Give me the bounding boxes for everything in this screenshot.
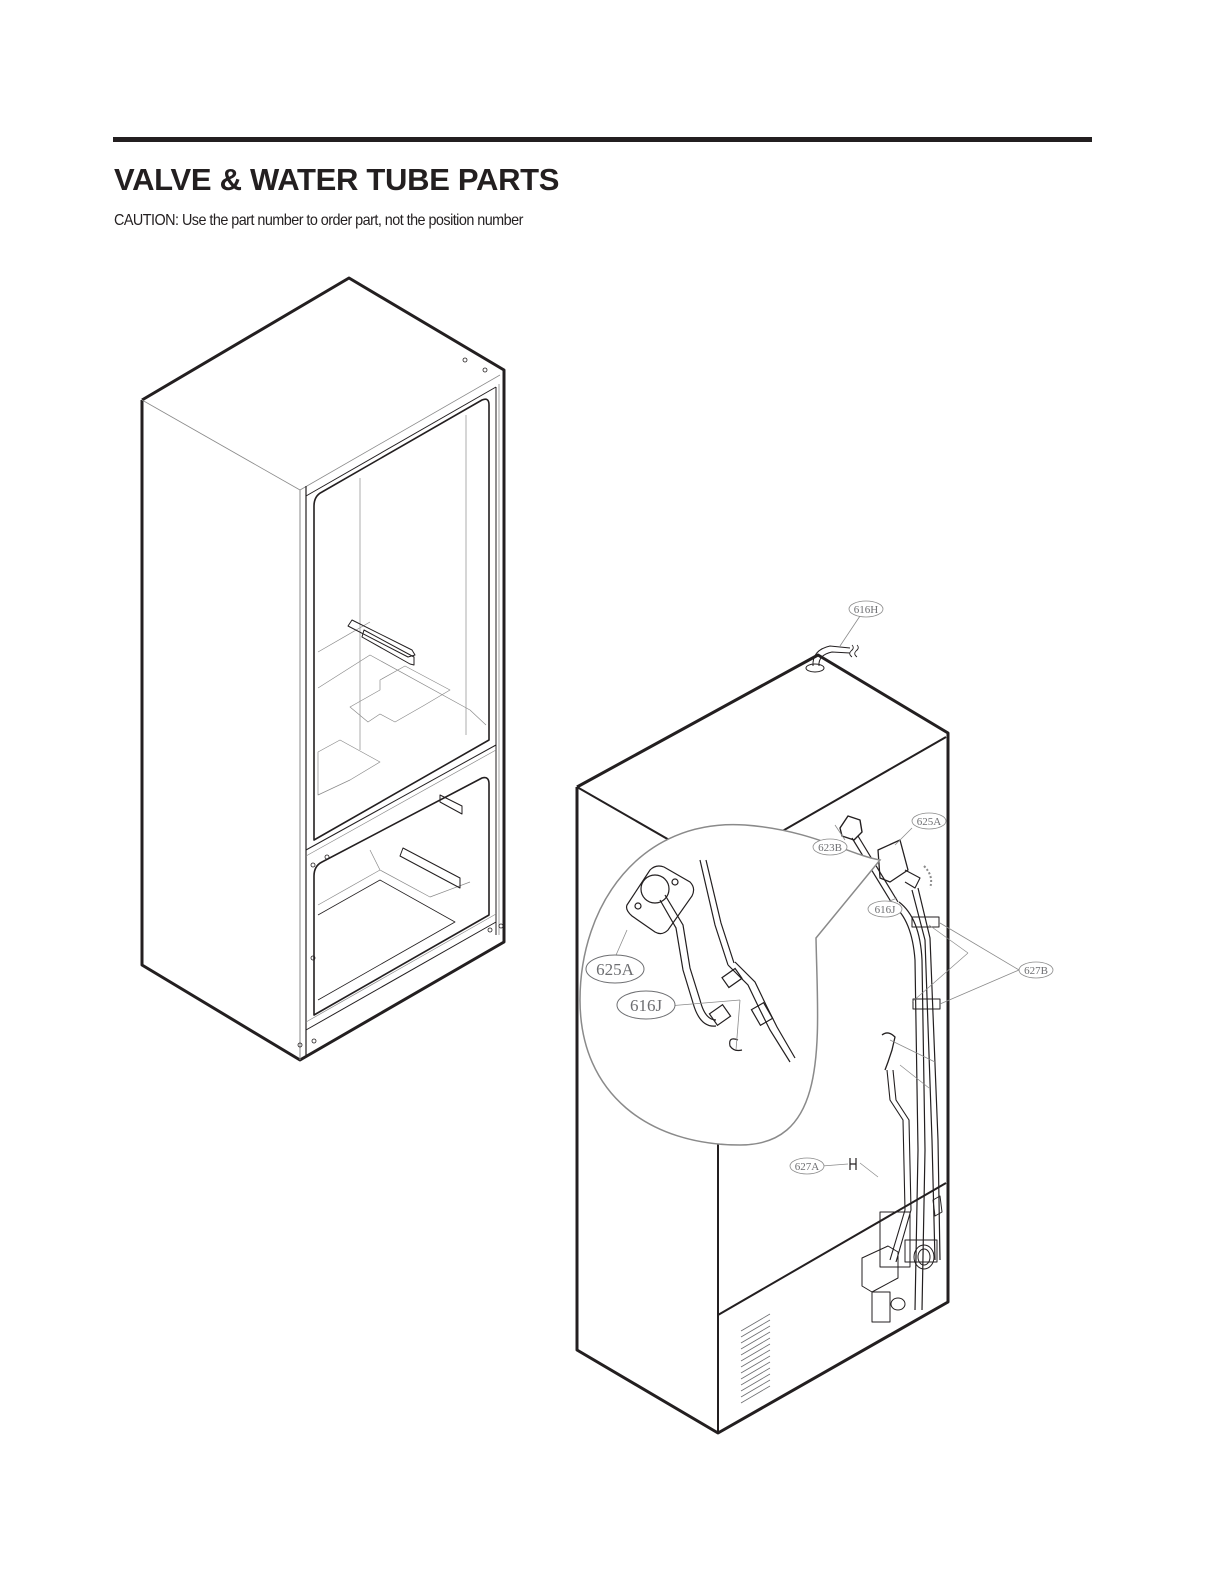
svg-text:616J: 616J (630, 996, 663, 1015)
part-label-627B: 627B (1018, 961, 1054, 979)
page-title: VALVE & WATER TUBE PARTS (114, 162, 560, 197)
caution-note: CAUTION: Use the part number to order pa… (114, 212, 523, 229)
detail-label-616J: 616J (616, 990, 676, 1020)
svg-text:616H: 616H (854, 604, 879, 616)
part-label-625A: 625A (911, 812, 947, 830)
front-cabinet (140, 276, 506, 1062)
svg-text:616J: 616J (875, 904, 897, 916)
svg-text:627A: 627A (795, 1161, 820, 1173)
svg-text:625A: 625A (917, 816, 942, 828)
part-label-623B: 623B (812, 838, 848, 856)
header-rule (113, 137, 1092, 142)
detail-callout (579, 823, 882, 1146)
part-label-616J: 616J (867, 900, 903, 918)
part-label-616H: 616H (848, 600, 884, 618)
svg-text:627B: 627B (1024, 965, 1048, 977)
detail-label-625A: 625A (585, 954, 645, 984)
part-label-627A: 627A (789, 1157, 825, 1175)
svg-text:625A: 625A (596, 960, 635, 979)
svg-text:623B: 623B (818, 842, 842, 854)
